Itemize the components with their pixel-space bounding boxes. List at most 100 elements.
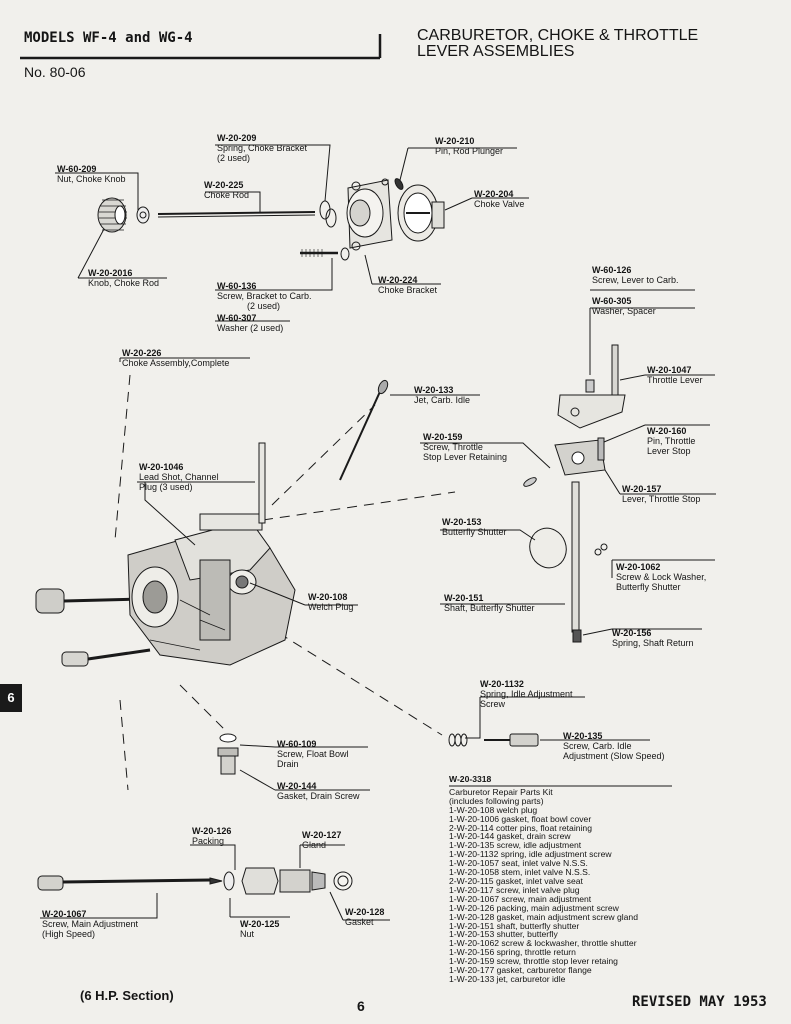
kit-line: 1-W-20-133 jet, carburetor idle <box>449 973 566 984</box>
kit-line: 1-W-20-151 shaft, butterfly shutter <box>449 920 580 931</box>
part-description: Spring, Choke Bracket (2 used) <box>217 143 308 163</box>
repair-kit-number: W-20-3318 <box>449 774 492 784</box>
part-description: Welch Plug <box>308 602 354 612</box>
part-description: Pin, Rod Plunger <box>435 146 504 156</box>
part-number: W-60-307 <box>217 313 257 323</box>
part-number: W-20-1132 <box>480 679 524 689</box>
section-tab: 6 <box>0 684 22 712</box>
part-number: W-20-125 <box>240 919 280 929</box>
part-description: Screw & Lock Washer, Butterfly Shutter <box>616 572 707 592</box>
part-description: Choke Rod <box>204 190 250 200</box>
part-description: Throttle Lever <box>647 375 703 385</box>
part-description: Packing <box>192 836 225 846</box>
idle-spring-drawing <box>448 733 468 747</box>
kit-line: 1-W-20-177 gasket, carburetor flange <box>449 965 592 976</box>
part-number: W-20-133 <box>414 385 454 395</box>
choke-knob-drawing <box>97 197 127 233</box>
kit-line: 1-W-20-135 screw, idle adjustment <box>449 840 582 851</box>
kit-line: 1-W-20-144 gasket, drain screw <box>449 831 571 842</box>
part-description: Screw, Carb. Idle Adjustment (Slow Speed… <box>563 741 665 761</box>
part-number: W-20-225 <box>204 180 244 190</box>
part-description: Screw, Main Adjustment (High Speed) <box>42 919 139 939</box>
part-number: W-20-1062 <box>616 562 661 572</box>
kit-line: 2-W-20-114 cotter pins, float retaining <box>449 822 592 833</box>
choke-bracket-drawing <box>346 178 393 251</box>
part-number: W-20-2016 <box>88 268 133 278</box>
part-description: Screw, Lever to Carb. <box>592 275 679 285</box>
part-description: Spring, Shaft Return <box>612 638 694 648</box>
part-description: Screw, Throttle Stop Lever Retaining <box>423 442 508 462</box>
kit-line: 1-W-20-1132 spring, idle adjustment scre… <box>449 849 612 860</box>
kit-line: 1-W-20-156 spring, throttle return <box>449 947 576 958</box>
part-number: W-60-305 <box>592 296 632 306</box>
part-number: W-20-156 <box>612 628 652 638</box>
part-description: Screw, Bracket to Carb. (2 used) <box>217 291 312 311</box>
part-description: Lever, Throttle Stop <box>622 494 701 504</box>
kit-line: 1-W-20-1058 stem, inlet valve N.S.S. <box>449 867 591 878</box>
part-description: Washer, Spacer <box>592 306 656 316</box>
part-description: Washer (2 used) <box>217 323 284 333</box>
part-description: Jet, Carb. Idle <box>414 395 471 405</box>
part-number: W-20-210 <box>435 136 475 146</box>
idle-jet-drawing <box>339 379 389 481</box>
carburetor-body-drawing <box>35 442 296 667</box>
page-number: 6 <box>357 998 365 1014</box>
part-description: Spring, Idle Adjustment Screw <box>480 689 573 709</box>
throttle-lever-drawing <box>557 344 626 429</box>
part-description: Gland <box>302 840 327 850</box>
kit-line: 1-W-20-1062 screw & lockwasher, throttle… <box>449 938 637 949</box>
kit-line: 2-W-20-115 gasket, inlet valve seat <box>449 875 583 886</box>
choke-valve-drawing <box>397 184 445 242</box>
part-number: W-60-109 <box>277 739 317 749</box>
repair-kit-list: W-20-3318 Carburetor Repair Parts Kit (i… <box>449 775 638 984</box>
kit-line: 1-W-20-1006 gasket, float bowl cover <box>449 813 592 824</box>
part-description: Nut <box>240 929 255 939</box>
part-number: W-20-160 <box>647 426 687 436</box>
part-number: W-20-126 <box>192 826 232 836</box>
part-description: Butterfly Shutter <box>442 527 507 537</box>
part-number: W-20-144 <box>277 781 317 791</box>
kit-line: (includes following parts) <box>449 795 544 806</box>
part-number: W-20-157 <box>622 484 662 494</box>
part-description: Knob, Choke Rod <box>88 278 160 288</box>
part-number: W-20-224 <box>378 275 418 285</box>
page-title: CARBURETOR, CHOKE & THROTTLE LEVER ASSEM… <box>417 28 698 60</box>
part-description: Screw, Float Bowl Drain <box>277 749 349 769</box>
part-number: W-20-135 <box>563 731 603 741</box>
part-number: W-20-209 <box>217 133 257 143</box>
document-number: No. 80-06 <box>24 64 86 80</box>
revision-date: REVISED MAY 1953 <box>632 994 767 1010</box>
part-description: Nut, Choke Knob <box>57 174 126 184</box>
kit-line: 1-W-20-108 welch plug <box>449 804 538 815</box>
part-number: W-20-1067 <box>42 909 87 919</box>
part-description: Pin, Throttle Lever Stop <box>647 436 696 456</box>
throttle-stop-lever-drawing <box>554 437 606 476</box>
part-number: W-20-127 <box>302 830 342 840</box>
page-title-line-2: LEVER ASSEMBLIES <box>417 43 575 60</box>
